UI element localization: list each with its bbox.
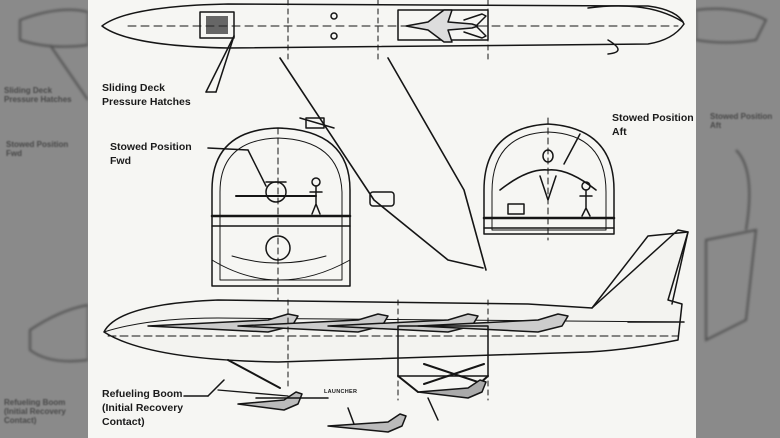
aft-leader-line xyxy=(563,133,581,165)
diagram-sheet: Sliding Deck Pressure Hatches Stowed Pos… xyxy=(88,0,696,438)
fwd-leader-line xyxy=(207,147,249,151)
label-launcher: LAUNCHER xyxy=(324,389,358,395)
top-fuselage-view xyxy=(101,0,685,61)
ghost-label-left-3: Refueling Boom (Initial Recovery Contact… xyxy=(4,398,66,425)
label-stowed-aft-line2: Aft xyxy=(612,126,627,138)
hatch-leader-line xyxy=(205,35,235,93)
aft-cross-section xyxy=(482,117,616,241)
label-stowed-fwd-line2: Fwd xyxy=(110,155,131,167)
ghost-label-left-1: Sliding Deck Pressure Hatches xyxy=(4,86,72,104)
label-initial-recovery-1: (Initial Recovery xyxy=(102,402,184,414)
blurred-right-edge: Stowed Position Aft xyxy=(696,0,780,438)
blurred-right-drawing xyxy=(696,7,768,342)
ghost-label-right-1: Stowed Position Aft xyxy=(710,112,773,130)
blurred-left-edge: Sliding Deck Pressure Hatches Stowed Pos… xyxy=(0,0,88,438)
label-pressure-hatches: Pressure Hatches xyxy=(102,96,191,108)
aircraft-diagram xyxy=(101,0,689,433)
label-stowed-aft-line1: Stowed Position xyxy=(612,112,694,124)
label-stowed-fwd-line1: Stowed Position xyxy=(110,141,192,153)
wing-diagonal xyxy=(279,57,484,269)
ghost-label-left-2: Stowed Position Fwd xyxy=(6,140,69,158)
blurred-left-drawing xyxy=(19,8,88,363)
label-refueling-boom: Refueling Boom xyxy=(102,388,183,400)
label-initial-recovery-2: Contact) xyxy=(102,416,145,428)
forward-cross-section xyxy=(210,127,352,301)
label-sliding-deck: Sliding Deck xyxy=(102,82,166,94)
side-fuselage-view xyxy=(103,229,689,433)
